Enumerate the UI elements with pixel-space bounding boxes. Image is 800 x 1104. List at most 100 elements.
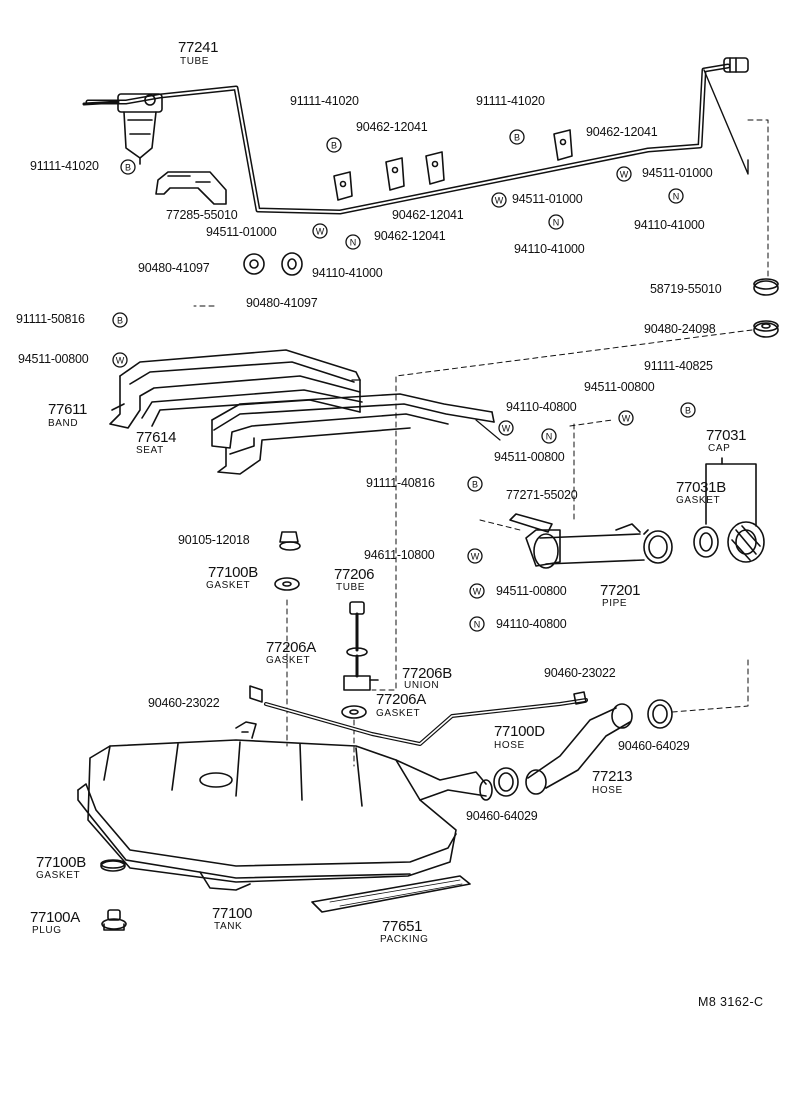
cap-77031 bbox=[705, 457, 765, 563]
callout-77031B-number: 77031B bbox=[676, 479, 726, 496]
callout-77100-name: TANK bbox=[214, 921, 243, 932]
svg-text:W: W bbox=[622, 414, 631, 424]
svg-text:N: N bbox=[350, 238, 357, 248]
callout-77206A-b-name: GASKET bbox=[376, 708, 421, 719]
svg-text:B: B bbox=[117, 316, 123, 326]
callout-94110-40800-b: 94110-40800 bbox=[496, 617, 567, 631]
gasket-77206A-b bbox=[341, 705, 367, 719]
callout-90105-12018: 90105-12018 bbox=[178, 533, 250, 547]
callout-77100A-number: 77100A bbox=[30, 909, 80, 926]
seat-77614 bbox=[211, 393, 495, 475]
gasket-77031B bbox=[693, 526, 719, 558]
callout-77100B-top-name: GASKET bbox=[206, 580, 251, 591]
callout-90480-41097-b: 90480-41097 bbox=[246, 296, 318, 310]
callout-77611-name: BAND bbox=[48, 418, 79, 429]
svg-text:B: B bbox=[514, 133, 520, 143]
callout-77206B-name: UNION bbox=[404, 680, 440, 691]
callout-91111-40825: 91111-40825 bbox=[644, 359, 713, 373]
svg-text:B: B bbox=[685, 406, 691, 416]
callout-94511-00800-b: 94511-00800 bbox=[584, 380, 655, 394]
svg-text:N: N bbox=[553, 218, 560, 228]
svg-text:W: W bbox=[473, 587, 482, 597]
callout-77206-number: 77206 bbox=[334, 566, 375, 583]
callout-77201-name: PIPE bbox=[602, 598, 628, 609]
filler-pipe-77201 bbox=[509, 513, 673, 569]
callout-94511-01000-b: 94511-01000 bbox=[512, 192, 583, 206]
sender-tube-77206 bbox=[343, 601, 379, 691]
callout-94110-41000-c: 94110-41000 bbox=[312, 266, 383, 280]
plug-77100A bbox=[101, 909, 127, 931]
svg-text:B: B bbox=[472, 480, 478, 490]
svg-text:B: B bbox=[125, 163, 131, 173]
diagram-reference-code: M8 3162-C bbox=[698, 995, 764, 1009]
svg-text:W: W bbox=[471, 552, 480, 562]
callout-94110-41000-a: 94110-41000 bbox=[634, 218, 705, 232]
callout-77031-number: 77031 bbox=[706, 427, 747, 444]
callout-91111-41020-b: 91111-41020 bbox=[476, 94, 545, 108]
callout-77100B-bottom-number: 77100B bbox=[36, 854, 86, 871]
leader-lines bbox=[193, 119, 769, 767]
callout-94511-00800-c: 94511-00800 bbox=[494, 450, 565, 464]
bracket-77285 bbox=[155, 171, 227, 205]
callout-77271-55020: 77271-55020 bbox=[506, 488, 578, 502]
callout-94511-00800-a: 94511-00800 bbox=[18, 352, 89, 366]
callout-77241-name: TUBE bbox=[180, 56, 210, 67]
callout-90480-41097-a: 90480-41097 bbox=[138, 261, 210, 275]
band-77611 bbox=[109, 349, 363, 429]
fuel-tank-77100 bbox=[77, 721, 493, 891]
callout-94611-10800: 94611-10800 bbox=[364, 548, 435, 562]
svg-text:W: W bbox=[502, 424, 511, 434]
callout-77100D-number: 77100D bbox=[494, 723, 545, 740]
svg-text:W: W bbox=[116, 356, 125, 366]
svg-text:N: N bbox=[673, 192, 680, 202]
callout-77651-name: PACKING bbox=[380, 934, 429, 945]
fuel-tube-77241 bbox=[85, 57, 749, 215]
bolt-90105 bbox=[279, 531, 301, 551]
filler-hose-77213 bbox=[493, 699, 673, 797]
svg-text:W: W bbox=[316, 227, 325, 237]
fuel-filter bbox=[82, 93, 163, 165]
callout-77100D-name: HOSE bbox=[494, 740, 525, 751]
callout-77100B-bottom-name: GASKET bbox=[36, 870, 81, 881]
callout-77241-number: 77241 bbox=[178, 39, 219, 56]
callout-77213-number: 77213 bbox=[592, 768, 633, 785]
callout-77614-number: 77614 bbox=[136, 429, 177, 446]
callout-77201-number: 77201 bbox=[600, 582, 641, 599]
callout-90462-12041-a: 90462-12041 bbox=[356, 120, 428, 134]
callout-77206A-a-number: 77206A bbox=[266, 639, 316, 656]
callout-91111-40816: 91111-40816 bbox=[366, 476, 435, 490]
callout-77031B-name: GASKET bbox=[676, 495, 721, 506]
callout-90460-64029-m: 90460-64029 bbox=[466, 809, 538, 823]
gasket-77100B-top bbox=[274, 577, 300, 591]
callout-91111-41020-c: 91111-41020 bbox=[30, 159, 99, 173]
svg-text:W: W bbox=[495, 196, 504, 206]
callout-77031-name: CAP bbox=[708, 443, 731, 454]
svg-text:N: N bbox=[546, 432, 553, 442]
callout-90460-23022-l: 90460-23022 bbox=[148, 696, 220, 710]
callout-94511-01000-c: 94511-01000 bbox=[206, 225, 277, 239]
bolt-glyphs bbox=[351, 379, 501, 441]
callout-77206A-b-number: 77206A bbox=[376, 691, 426, 708]
callout-77100A-name: PLUG bbox=[32, 925, 62, 936]
svg-text:N: N bbox=[474, 620, 481, 630]
callout-90462-12041-b: 90462-12041 bbox=[586, 125, 658, 139]
callout-77651-number: 77651 bbox=[382, 918, 423, 935]
grommets bbox=[243, 252, 779, 338]
callout-77611-number: 77611 bbox=[48, 401, 88, 418]
callout-77206A-a-name: GASKET bbox=[266, 655, 311, 666]
callout-90460-64029-r: 90460-64029 bbox=[618, 739, 690, 753]
callout-94511-00800-d: 94511-00800 bbox=[496, 584, 567, 598]
callout-77100-number: 77100 bbox=[212, 905, 253, 922]
callout-91111-50816: 91111-50816 bbox=[16, 312, 85, 326]
callout-90460-23022-r: 90460-23022 bbox=[544, 666, 616, 680]
callout-90480-24098: 90480-24098 bbox=[644, 322, 716, 336]
callout-77614-name: SEAT bbox=[136, 445, 164, 456]
callout-91111-41020-a: 91111-41020 bbox=[290, 94, 359, 108]
callout-90462-12041-d: 90462-12041 bbox=[374, 229, 446, 243]
tube-clamps bbox=[333, 129, 573, 201]
svg-text:B: B bbox=[331, 141, 337, 151]
callout-94110-40800-a: 94110-40800 bbox=[506, 400, 577, 414]
callout-77206B-number: 77206B bbox=[402, 665, 452, 682]
